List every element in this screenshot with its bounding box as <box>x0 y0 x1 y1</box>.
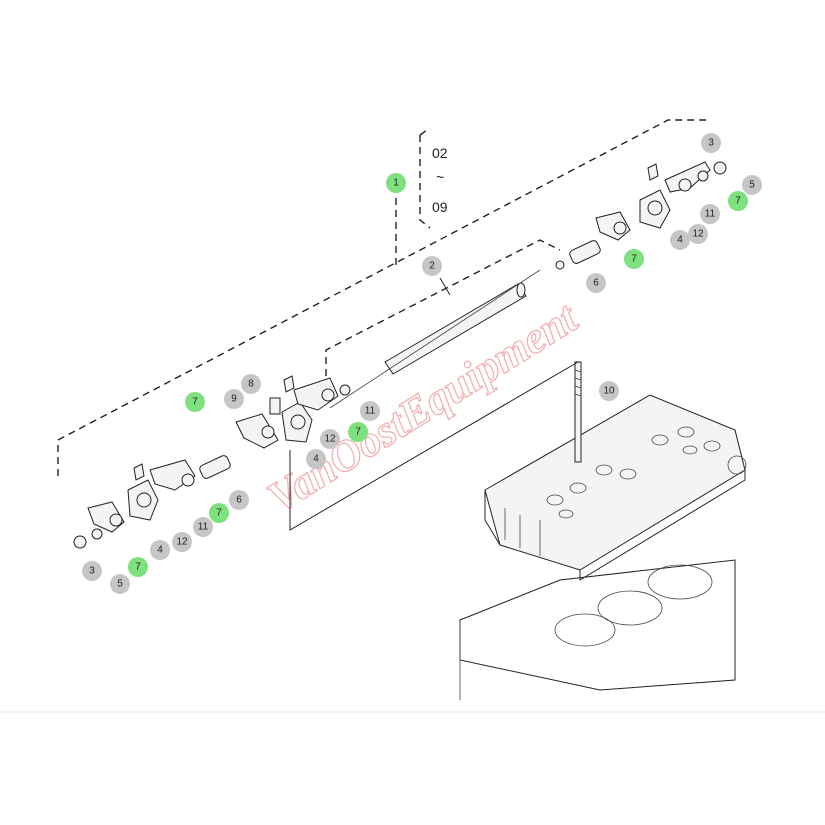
callout-number: 1 <box>393 178 399 189</box>
callout-c11a: 11 <box>700 204 720 224</box>
callout-c6a: 6 <box>586 273 606 293</box>
callout-badge <box>128 557 148 577</box>
callout-badge <box>306 449 326 469</box>
rocker-shaft-drawing <box>329 260 565 409</box>
callout-c7f: 7 <box>128 557 148 577</box>
callout-number: 7 <box>216 508 222 519</box>
callout-number: 12 <box>324 434 336 445</box>
callout-number: 4 <box>157 545 163 556</box>
callout-badge <box>348 422 368 442</box>
callout-number: 11 <box>365 406 376 417</box>
callout-c2: 2 <box>422 256 442 276</box>
callout-badge <box>599 381 619 401</box>
callout-badge <box>386 173 406 193</box>
callout-c8: 8 <box>241 374 261 394</box>
callout-c3a: 3 <box>701 133 721 153</box>
callout-number: 9 <box>231 394 237 405</box>
callout-badge <box>624 249 644 269</box>
callout-c10: 10 <box>599 381 619 401</box>
callout-number: 7 <box>735 196 741 207</box>
callout-number: 5 <box>749 180 755 191</box>
stud-bolt-drawing <box>574 361 582 463</box>
cylinder-head-drawing <box>484 394 747 581</box>
callout-c11b: 11 <box>360 401 380 421</box>
callout-number: 12 <box>692 229 704 240</box>
callout-number: 4 <box>677 235 683 246</box>
callout-badge <box>700 204 720 224</box>
callout-c4a: 4 <box>670 230 690 250</box>
callout-c7e: 7 <box>209 503 229 523</box>
callout-badge <box>185 392 205 412</box>
callout-c5a: 5 <box>742 175 762 195</box>
rocker-group-upper-right <box>569 161 727 264</box>
callout-badge <box>670 230 690 250</box>
callout-badge <box>742 175 762 195</box>
callout-badge <box>229 490 249 510</box>
callout-c7d: 7 <box>348 422 368 442</box>
callout-number: 4 <box>313 454 319 465</box>
callout-c3b: 3 <box>82 561 102 581</box>
callout-badge <box>82 561 102 581</box>
callout-number: 2 <box>429 261 435 272</box>
callout-badge <box>172 532 192 552</box>
callout-badge <box>701 133 721 153</box>
callout-c12a: 12 <box>688 224 708 244</box>
callout-badge <box>241 374 261 394</box>
callout-c12c: 12 <box>172 532 192 552</box>
engine-block-drawing <box>459 559 736 700</box>
callout-c4c: 4 <box>150 540 170 560</box>
callout-number: 3 <box>89 566 95 577</box>
callout-number: 7 <box>192 397 198 408</box>
rocker-group-lower-left <box>73 459 196 549</box>
callout-number: 7 <box>631 254 637 265</box>
callout-badge <box>224 389 244 409</box>
callout-number: 7 <box>135 562 141 573</box>
callout-badge <box>422 256 442 276</box>
callout-badge <box>110 574 130 594</box>
callout-c6b: 6 <box>229 490 249 510</box>
callout-number: 6 <box>236 495 242 506</box>
frame-lines <box>57 119 710 531</box>
callout-c12b: 12 <box>320 429 340 449</box>
callout-number: 11 <box>198 522 209 533</box>
callout-badge <box>586 273 606 293</box>
callout-badge <box>150 540 170 560</box>
callout-c11c: 11 <box>193 517 213 537</box>
rocker-group-middle <box>199 375 339 479</box>
callout-number: 11 <box>705 209 716 220</box>
callout-badge <box>193 517 213 537</box>
range-label-bottom: 09 <box>432 199 448 215</box>
callout-badge <box>209 503 229 523</box>
callout-c7a: 7 <box>728 191 748 211</box>
callout-number: 8 <box>248 379 254 390</box>
callout-badge <box>320 429 340 449</box>
callout-badge <box>728 191 748 211</box>
callout-number: 6 <box>593 278 599 289</box>
callout-c4b: 4 <box>306 449 326 469</box>
range-label-top: 02 <box>432 145 448 161</box>
range-label-tilde: ~ <box>436 169 444 185</box>
callout-number: 3 <box>708 138 714 149</box>
callout-c7c: 7 <box>185 392 205 412</box>
callout-number: 12 <box>176 537 188 548</box>
callout-number: 10 <box>603 386 615 397</box>
callout-number: 7 <box>355 427 361 438</box>
callout-c7b: 7 <box>624 249 644 269</box>
callout-badge <box>688 224 708 244</box>
callout-c1: 1 <box>386 173 406 193</box>
callout-c9: 9 <box>224 389 244 409</box>
callout-c5b: 5 <box>110 574 130 594</box>
callout-badge <box>360 401 380 421</box>
callout-number: 5 <box>117 579 123 590</box>
